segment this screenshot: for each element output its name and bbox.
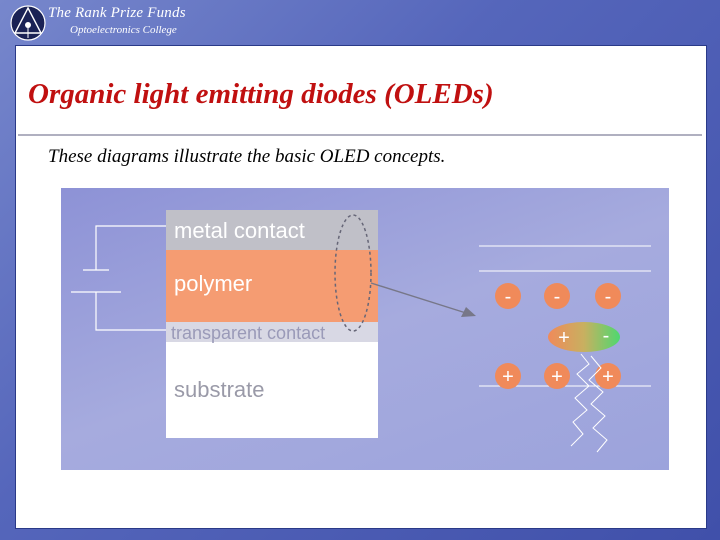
- electron-1: [495, 283, 521, 309]
- hole-2: [544, 363, 570, 389]
- metal-contact-label: metal contact: [174, 218, 305, 243]
- electron-1-sign: -: [505, 286, 512, 308]
- zoom-arrow-head: [461, 307, 476, 317]
- circuit-wire-bottom: [95, 292, 166, 331]
- hole-2-sign: +: [551, 366, 563, 388]
- substrate-layer: [166, 342, 378, 438]
- polymer-layer: [166, 250, 378, 322]
- zoom-arrow-line: [370, 282, 467, 314]
- exciton: [548, 322, 620, 352]
- slide: Organic light emitting diodes (OLEDs) Th…: [15, 45, 707, 529]
- hole-3-sign: +: [602, 366, 614, 388]
- rank-prize-logo-icon: [10, 5, 46, 41]
- title-box: Organic light emitting diodes (OLEDs): [18, 48, 702, 136]
- emitted-light-wave-1: [570, 353, 590, 447]
- transparent-contact-label: transparent contact: [171, 323, 325, 343]
- electron-3-sign: -: [605, 286, 612, 308]
- electron-3: [595, 283, 621, 309]
- oled-diagram: metal contact polymer transparent contac…: [61, 188, 669, 470]
- electron-2-sign: -: [554, 286, 561, 308]
- highlight-ellipse: [334, 214, 372, 332]
- hole-3: [595, 363, 621, 389]
- slide-caption: These diagrams illustrate the basic OLED…: [48, 146, 446, 167]
- header-band: The Rank Prize Funds Optoelectronics Col…: [0, 0, 720, 44]
- hole-1: [495, 363, 521, 389]
- emitted-light-wave-2: [588, 355, 608, 453]
- polymer-label: polymer: [174, 271, 252, 296]
- slide-title: Organic light emitting diodes (OLEDs): [28, 78, 494, 110]
- exciton-minus-sign: -: [603, 325, 610, 347]
- substrate-label: substrate: [174, 377, 265, 402]
- metal-contact-layer: [166, 210, 378, 250]
- org-name: The Rank Prize Funds: [48, 5, 186, 21]
- hole-1-sign: +: [502, 366, 514, 388]
- electron-2: [544, 283, 570, 309]
- transparent-contact-layer: [166, 322, 378, 342]
- exciton-plus-sign: +: [558, 327, 570, 349]
- circuit-wire-top: [95, 225, 166, 270]
- org-subtitle: Optoelectronics College: [70, 24, 177, 36]
- oled-diagram-svg: metal contact polymer transparent contac…: [71, 210, 651, 453]
